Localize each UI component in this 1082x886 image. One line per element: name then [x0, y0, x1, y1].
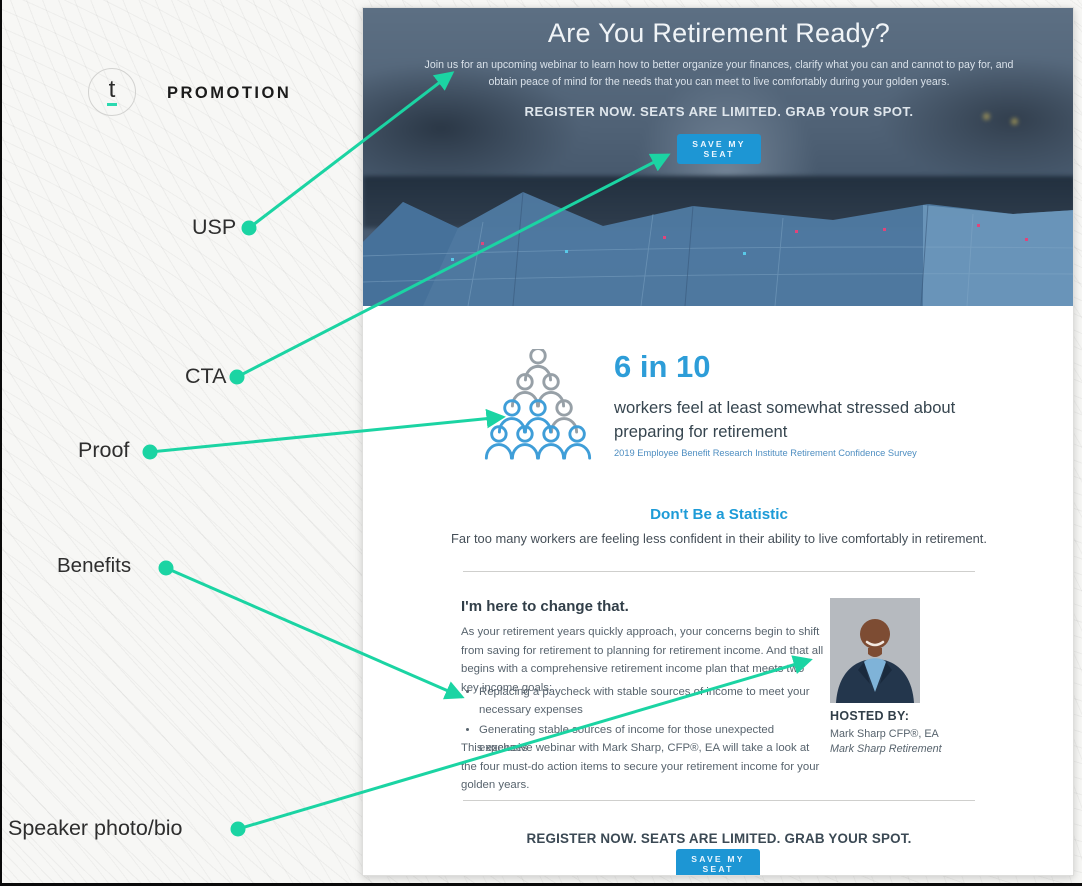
label-benefits: Benefits — [57, 554, 132, 577]
speaker-photo — [830, 598, 920, 703]
bottom-edge-border — [0, 883, 1082, 886]
callout-subheading: Far too many workers are feeling less co… — [451, 531, 987, 546]
save-my-seat-button[interactable]: SAVE MY SEAT — [677, 134, 761, 164]
hero-headline: Are You Retirement Ready? — [547, 18, 891, 48]
hero-streetlight-glow — [983, 113, 990, 120]
label-speaker-photo-bio: Speaker photo/bio — [8, 816, 183, 840]
speaker-name: Mark Sharp CFP®, EA — [830, 728, 939, 740]
brand-logo-letter: t — [108, 76, 116, 104]
callout-heading: Don't Be a Statistic — [650, 506, 788, 523]
divider — [463, 800, 975, 801]
label-usp: USP — [192, 215, 237, 239]
label-cta: CTA — [185, 364, 227, 388]
brand-logo: t — [88, 68, 136, 116]
left-edge-border — [0, 0, 2, 886]
footer-register-line: REGISTER NOW. SEATS ARE LIMITED. GRAB YO… — [526, 831, 912, 846]
body-heading: I'm here to change that. — [461, 598, 629, 615]
people-pyramid-icon — [484, 349, 592, 460]
divider — [463, 571, 975, 572]
speaker-portrait-image — [830, 598, 920, 703]
hero-section: Are You Retirement Ready? Join us for an… — [363, 8, 1073, 306]
label-proof: Proof — [78, 438, 130, 462]
stat-description: workers feel at least somewhat stressed … — [614, 398, 956, 441]
stat-figure: 6 in 10 — [614, 349, 711, 384]
stat-source-citation: 2019 Employee Benefit Research Institute… — [614, 448, 917, 458]
save-my-seat-button-footer[interactable]: SAVE MY SEAT — [676, 849, 760, 875]
hero-subtext: Join us for an upcoming webinar to learn… — [424, 59, 1014, 88]
benefit-bullet: Replacing a paycheck with stable sources… — [479, 684, 825, 719]
speaker-company: Mark Sharp Retirement — [830, 743, 942, 755]
promotion-label: PROMOTION — [167, 84, 292, 102]
hosted-by-label: HOSTED BY: — [830, 709, 910, 723]
hero-streetlight-glow — [1011, 118, 1018, 125]
brand-logo-underline — [107, 103, 117, 106]
hero-register-line: REGISTER NOW. SEATS ARE LIMITED. GRAB YO… — [524, 103, 914, 119]
body-paragraph-2: This exclusive webinar with Mark Sharp, … — [461, 742, 820, 792]
landing-page-panel: Are You Retirement Ready? Join us for an… — [362, 7, 1074, 876]
